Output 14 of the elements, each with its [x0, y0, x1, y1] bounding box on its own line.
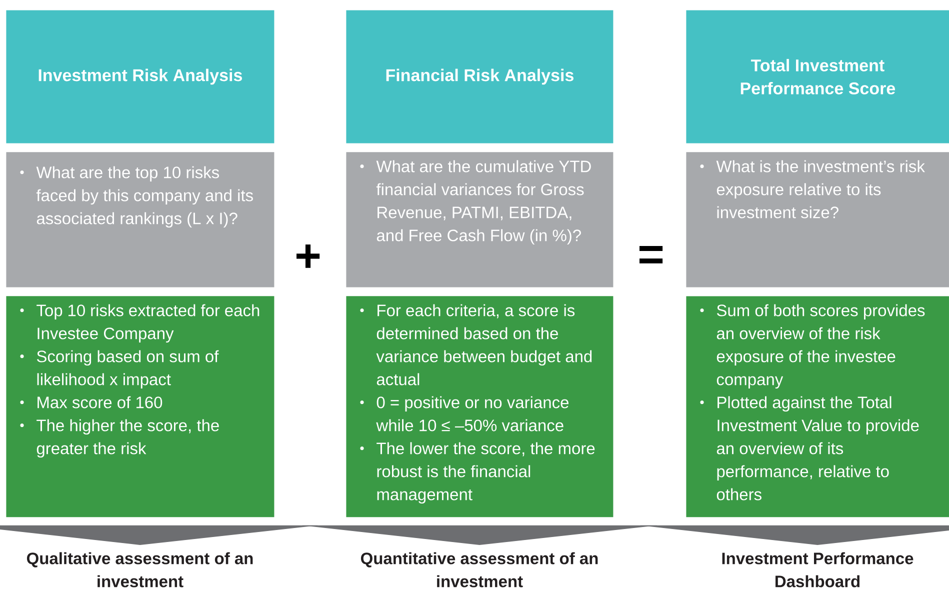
- header-box: Financial Risk Analysis: [346, 10, 614, 144]
- operator-sign: =: [640, 246, 663, 264]
- question-box: What are the top 10 risks faced by this company and its associated rankings (L x I)?: [6, 152, 274, 288]
- question-box: What are the cumulative YTD financial variances for Gross Revenue, PATMI, EBITDA, and Free Cash Flow (in %)?: [346, 152, 614, 288]
- header-box: Investment Risk Analysis: [6, 10, 274, 144]
- outcome-text: Qualitative assessment of an investment: [26, 552, 253, 588]
- outcome-text: Investment Performance Dashboard: [722, 552, 914, 588]
- header-box: Total Investment Performance Score: [686, 10, 949, 144]
- question-box: What is the investment’s risk exposure relative to its investment size?: [686, 152, 949, 288]
- bullet-box: Sum of both scores provides an overview of the risk exposure of the investee company Plotted against the Total Investment Value to provide an overview of its performance, relative to others: [686, 296, 949, 518]
- outcome-text: Quantitative assessment of an investment: [360, 552, 598, 588]
- bullet-box: Top 10 risks extracted for each Investee Company Scoring based on sum of likelihood x impact Max score of 160 The higher the score, the greater the risk: [6, 296, 274, 518]
- bullet-box: For each criteria, a score is determined based on the variance between budget and actual 0 = positive or no variance while 10 ≤ –50% variance The lower the score, the more robust is the financial management: [346, 296, 614, 518]
- operator-sign: +: [296, 244, 320, 268]
